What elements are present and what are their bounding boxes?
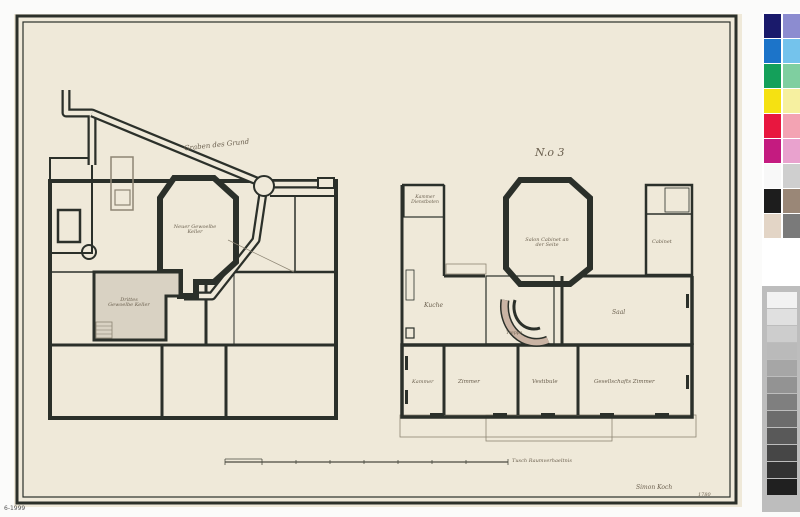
color-chip [764, 189, 781, 213]
scale-note: Tusch Raumverhaeltnis [512, 458, 572, 464]
color-chip [764, 139, 781, 163]
color-chip [764, 164, 781, 188]
color-chip [783, 39, 800, 63]
grey-step [767, 394, 797, 410]
label-kuche: Kuche [424, 302, 443, 309]
grey-step [767, 377, 797, 393]
color-chip [783, 214, 800, 238]
grey-step [767, 309, 797, 325]
color-chip [764, 89, 781, 113]
grey-step [767, 360, 797, 376]
label-cabinet: Cabinet [652, 239, 672, 245]
grey-step [767, 411, 797, 427]
signature: Simon Koch [636, 484, 673, 491]
grey-step [767, 445, 797, 461]
grey-step [767, 326, 797, 342]
label-vestibule: Vestibule [532, 379, 558, 385]
right-plan [399, 177, 697, 442]
sheet-number: N.o 3 [535, 146, 565, 159]
inner-border [22, 21, 731, 498]
color-chip [783, 139, 800, 163]
color-chip [764, 39, 781, 63]
label-treppe: Treppe [506, 331, 523, 336]
color-chip [764, 114, 781, 138]
label-kammer-l: Kammer [412, 379, 434, 385]
grey-step [767, 292, 797, 308]
label-saal: Saal [612, 309, 626, 316]
year: 1780 [698, 492, 711, 498]
color-chip [783, 164, 800, 188]
label-salon: Salon Cabinet an der Seite [525, 237, 569, 248]
grey-step [767, 479, 797, 495]
grey-step [767, 343, 797, 359]
label-keller-gross: Neuer Gewoelbe Keller [173, 224, 217, 235]
color-chip [764, 214, 781, 238]
color-chip [783, 189, 800, 213]
label-keller-klein: Drittes Gewoelbe Keller [108, 297, 150, 308]
color-chip [764, 64, 781, 88]
label-gr-zimmer: Gesellschafts Zimmer [594, 379, 655, 385]
color-chip [764, 14, 781, 38]
color-chip [783, 114, 800, 138]
catalog-number: 6-1999 [4, 505, 26, 512]
color-chip [783, 64, 800, 88]
label-zimmer: Zimmer [458, 379, 480, 385]
grey-step [767, 428, 797, 444]
color-chip [783, 89, 800, 113]
paper [14, 14, 742, 507]
color-chip [783, 14, 800, 38]
outer-border [15, 14, 738, 505]
grey-step [767, 462, 797, 478]
scale-bar [224, 458, 509, 465]
label-kammer-top: Kammer Dienstboten [411, 195, 439, 205]
left-plan [48, 90, 338, 420]
